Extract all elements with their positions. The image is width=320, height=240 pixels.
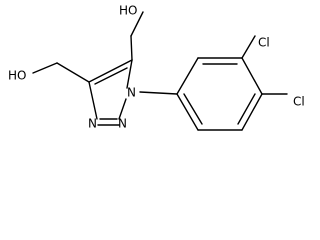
nitrogen-bottom-right-label: N [118, 117, 127, 131]
chlorine-right-label: Cl [293, 95, 305, 109]
bond-aryl-c4-c5-inner [237, 93, 256, 125]
bond-top-oh-to-ch2 [130, 11, 144, 37]
bond-aryl-c6-c1-inner [183, 93, 203, 125]
chemical-structure: HO HO N N N Cl Cl [0, 0, 318, 149]
bond-left-ch2-to-ring [56, 62, 90, 83]
bond-aryl-c1-c2 [176, 57, 199, 95]
bond-ring-c5-c4-inner [94, 67, 128, 85]
bond-ring-n2-n1 [118, 98, 127, 120]
chlorine-top-label: Cl [258, 36, 270, 50]
bond-aryl-c3-c4 [241, 57, 263, 95]
bond-aryl-to-chlorine-top [241, 35, 256, 59]
ring-nitrogen-label: N [127, 86, 136, 100]
bond-aryl-c6-c1 [176, 93, 199, 131]
bond-aryl-c4-c5 [241, 93, 263, 131]
hydroxyl-top-label: HO [119, 4, 137, 18]
bond-ring-c4-n3 [88, 81, 98, 120]
nitrogen-bottom-left-label: N [88, 117, 97, 131]
bond-ring-n1-c5 [126, 59, 133, 89]
hydroxyl-left-label: HO [8, 69, 26, 83]
background [0, 0, 318, 149]
bond-n1-to-aryl [139, 91, 178, 95]
bond-ring-c5-c4-outer [88, 59, 133, 83]
bond-left-oh-to-ch2 [32, 62, 58, 74]
bond-top-ch2-to-ring [130, 35, 133, 61]
